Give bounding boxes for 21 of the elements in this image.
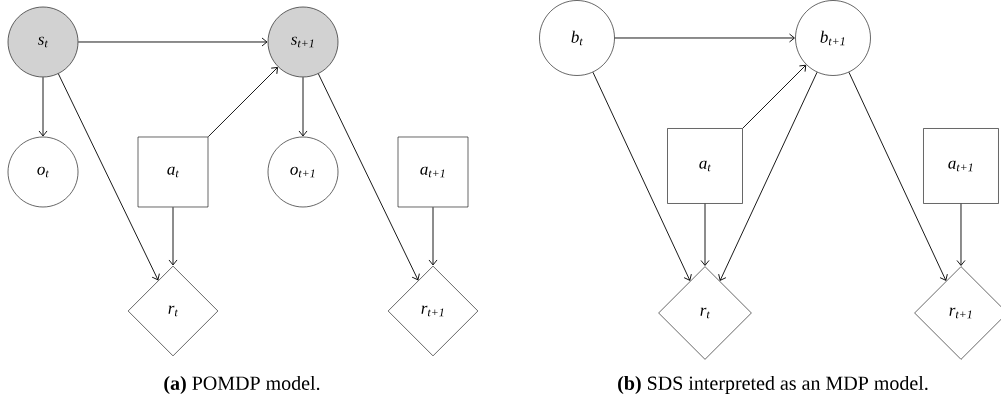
- arrow: [298, 76, 308, 137]
- arrow: [38, 76, 48, 137]
- action-box: a$_{t+1}$: [923, 128, 999, 204]
- action-box: a$_{t+1}$: [397, 136, 469, 208]
- arrow: [848, 71, 948, 281]
- caption: (b) SDS interpreted as an MDP model.: [618, 375, 928, 395]
- arrow: [592, 71, 692, 281]
- arrow: [614, 33, 795, 43]
- arrow: [207, 67, 278, 138]
- arrow: [718, 71, 818, 281]
- action-box: a$_{t}$: [667, 128, 743, 204]
- action-box: a$_{t}$: [137, 136, 209, 208]
- arrow: [956, 203, 966, 266]
- arrow: [428, 206, 438, 266]
- arrow: [700, 203, 710, 266]
- caption: (a) POMDP model.: [164, 375, 320, 395]
- arrow: [317, 73, 420, 281]
- arrow: [742, 64, 807, 129]
- arrow: [57, 73, 160, 281]
- arrow: [168, 206, 178, 266]
- arrow: [77, 37, 268, 47]
